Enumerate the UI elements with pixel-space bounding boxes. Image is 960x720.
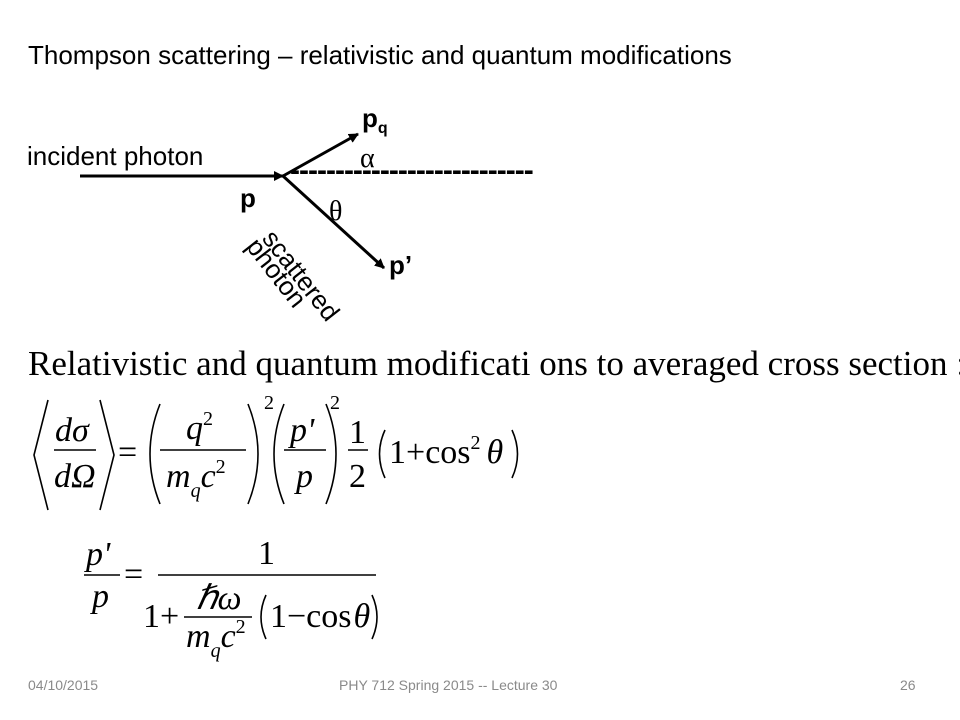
incident-photon-label: incident photon [27,141,204,171]
eq1-outer-sup1: 2 [264,392,274,414]
eq1-lhs-den: dΩ [54,458,96,495]
eq1-c-sup: 2 [215,456,226,478]
theta-label: θ [329,196,343,227]
eq2-theta: θ [353,598,371,635]
eq2-m-sub: q [210,640,221,662]
eq2-m: m [186,618,211,655]
eq2-num-one: 1 [258,535,275,572]
pq-subscript: q [377,120,388,137]
eq1-one-plus: 1+ [389,434,426,471]
eq2-c-sup: 2 [235,616,246,638]
eq2-p: p [92,578,109,615]
eq2-equals: = [124,556,144,593]
eq1-theta: θ [486,434,504,471]
dashed-reference-line: --------------------------- [290,154,534,187]
diagram-arrows [80,132,386,270]
eq2-c: c [220,618,236,655]
eq2-strokes [84,574,378,640]
eq2-pprime: p' [86,536,111,573]
eq1-q-base: q [186,410,203,447]
eq1-m: m [166,458,191,495]
eq1-q: q2 [186,408,213,448]
eq2-one-plus: 1+ [143,598,180,635]
eq1-c: c [200,458,216,495]
eq1-q-sup: 2 [203,408,213,430]
alpha-label: α [360,143,375,174]
eq2-mqc2: mqc2 [186,616,246,662]
eq1-pprime: p' [290,412,315,449]
eq1-strokes [33,399,519,511]
eq1-p: p [296,458,313,495]
footer-page-number: 26 [900,677,916,693]
eq1-lhs-num: dσ [55,412,89,449]
eq1-mqc2: mqc2 [166,456,226,502]
eq1-equals: = [118,434,138,471]
p-label: p [240,183,256,213]
slide-title: Thompson scattering – relativistic and q… [28,40,732,70]
equation-heading: Relativistic and quantum modificati ons … [28,344,960,383]
eq1-half-den: 2 [349,458,366,495]
pq-arrow [282,132,359,178]
eq2-one-minus-cos: 1−cos [270,598,352,635]
scattered-arrow [281,174,386,270]
pq-base: p [362,103,378,133]
footer-course: PHY 712 Spring 2015 -- Lecture 30 [339,677,558,693]
pq-label: pq [362,103,388,137]
eq2-paren-expr: 1−cosθ [270,598,370,636]
eq2-hbar-omega: ℏω [196,580,242,617]
eq1-outer-sup2: 2 [330,392,340,414]
p-prime-label: p’ [389,250,413,280]
footer-date: 04/10/2015 [28,677,99,693]
eq1-m-sub: q [190,480,201,502]
eq1-cos-sup: 2 [470,432,481,454]
eq1-cos: cos [425,434,471,471]
eq1-half-num: 1 [349,414,366,451]
